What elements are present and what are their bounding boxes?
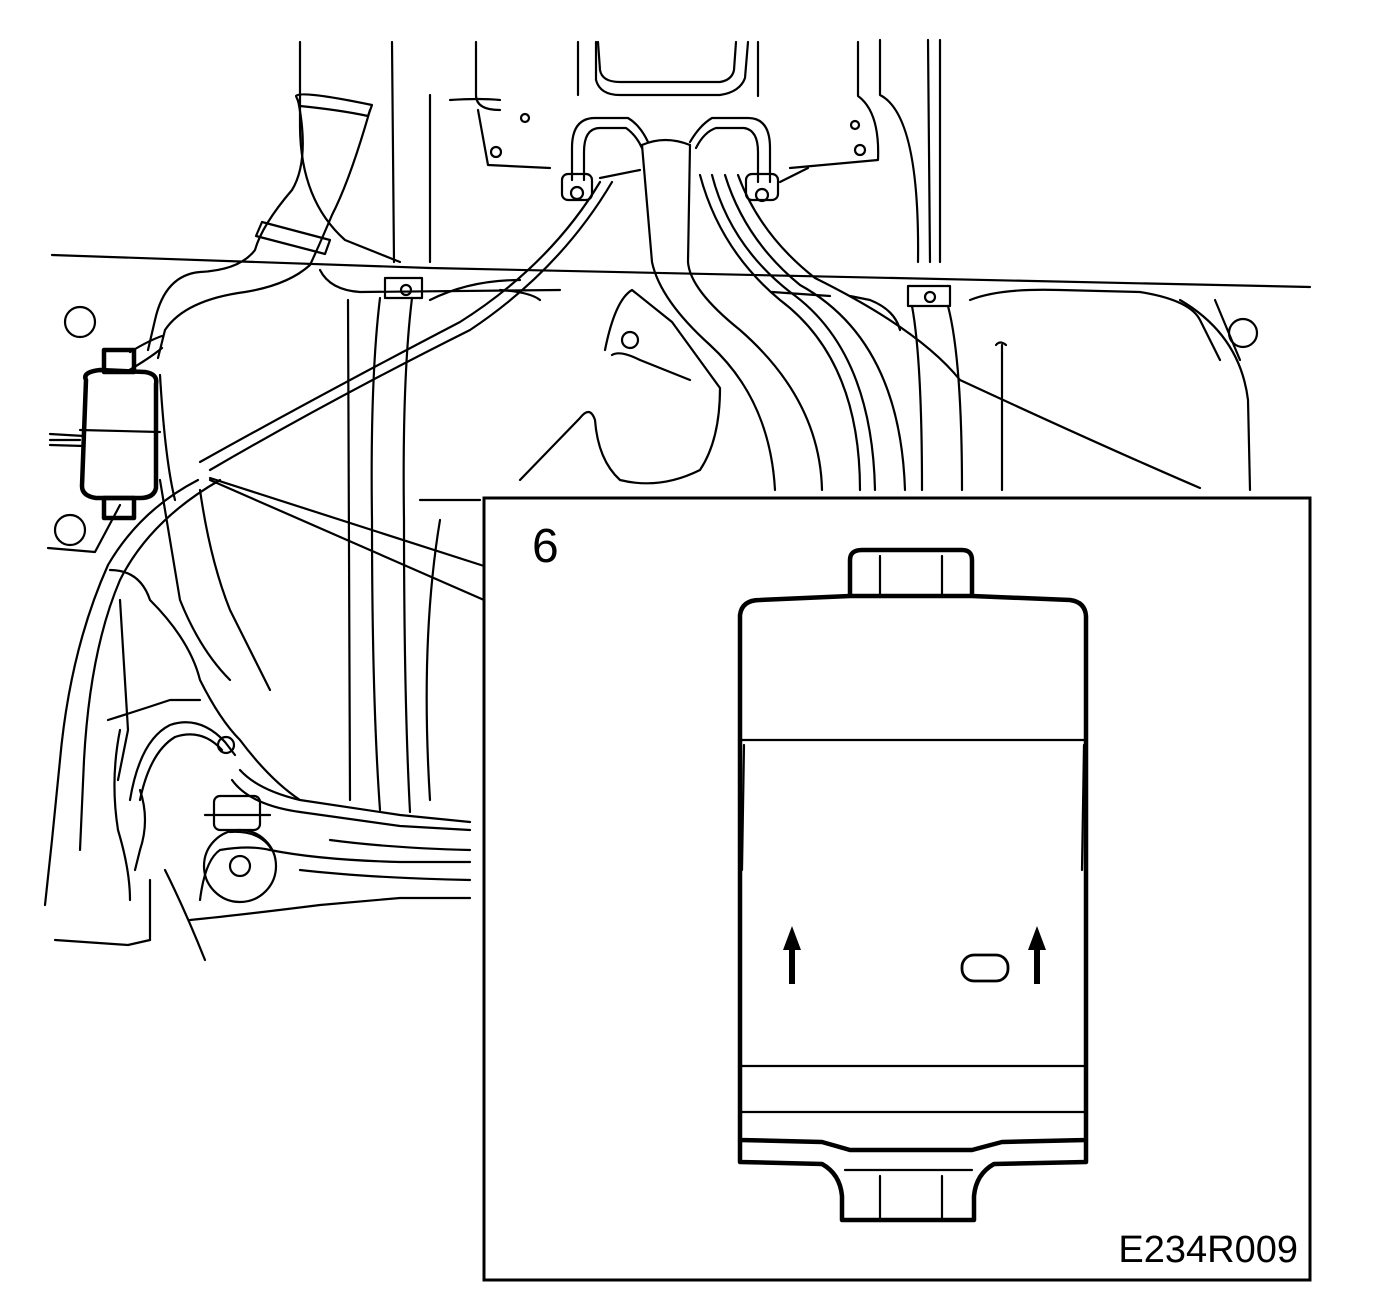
floor-tunnel	[298, 38, 942, 264]
callout-number: 6	[532, 520, 559, 573]
lower-fuel-lines	[128, 721, 472, 942]
detail-inset: 6 E234R009	[482, 496, 1312, 1282]
callout-leader	[208, 476, 486, 602]
cross-member	[50, 253, 1312, 492]
flow-direction-arrow-icon	[783, 926, 1046, 984]
fuel-lines-top	[198, 116, 810, 472]
figure-code: E234R009	[1118, 1229, 1298, 1271]
left-body-panel	[43, 305, 302, 962]
fuel-filter-location	[48, 334, 164, 521]
fuel-filter-icon	[737, 547, 1089, 1223]
filler-hose	[146, 93, 374, 360]
filter-label-oval	[960, 953, 1010, 983]
main-pipe	[640, 138, 1202, 492]
underbody-drawing	[43, 38, 1312, 962]
tank-straps	[346, 276, 964, 814]
